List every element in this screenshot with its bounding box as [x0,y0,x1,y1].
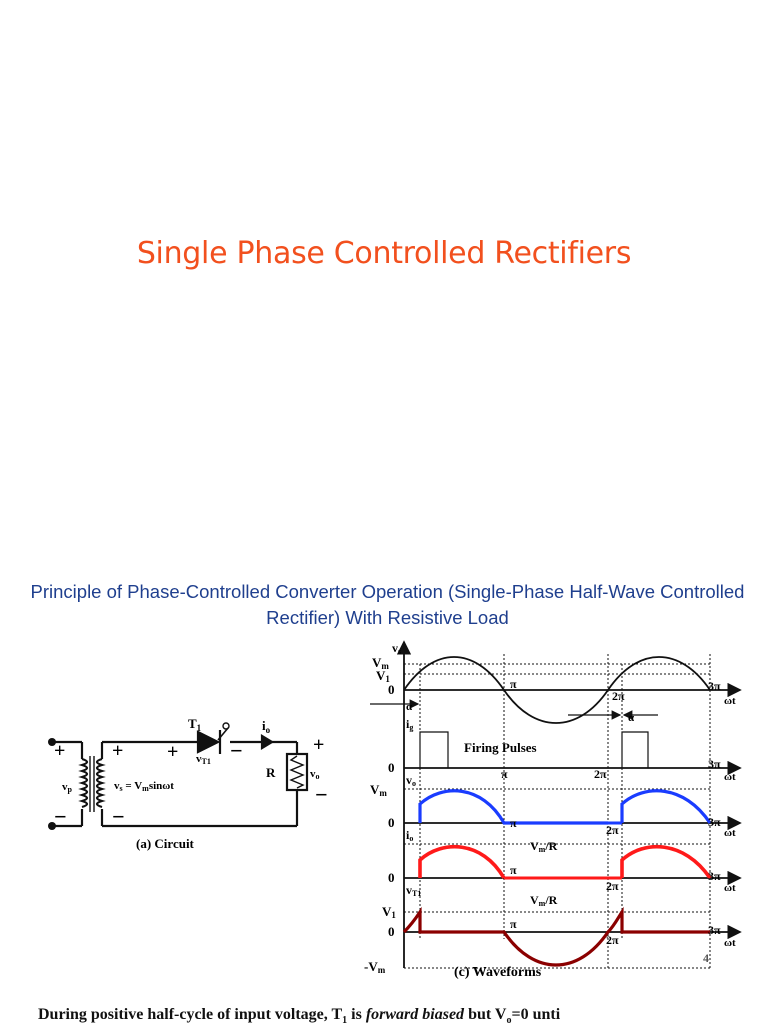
v1-label-top: V1 [376,668,390,684]
two-pi-vo: 2π [606,823,619,837]
pi-vo: π [510,816,517,830]
vm-over-r-io: Vm/R [530,839,558,854]
secondary-plus: + [112,740,123,762]
alpha-right: α [628,712,635,724]
omega-t-io: ωt [724,882,736,894]
thyristor-plus: + [167,741,178,763]
zero-vs: 0 [388,682,395,697]
alpha-left: α [406,701,413,713]
current-label: io [262,718,271,735]
primary-plus: + [54,740,65,762]
primary-voltage-label: vp [62,781,73,794]
three-pi-ig: 3π [708,757,721,771]
omega-t-ig: ωt [724,771,736,783]
pi-io: π [510,863,517,877]
firing-pulses-label: Firing Pulses [464,740,537,755]
vt1-label: vT1 [406,883,421,898]
thyristor-minus: − [230,738,243,763]
load-plus: + [313,734,324,756]
three-pi-vt: 3π [708,923,721,937]
omega-t-vt: ωt [724,937,736,949]
section-title: Principle of Phase-Controlled Converter … [30,581,745,628]
io-label: io [406,828,413,843]
three-pi-vo: 3π [708,815,721,829]
primary-minus: − [54,804,67,829]
secondary-voltage-equation: vs = Vmsinωt [114,780,174,793]
omega-t-vs: ωt [724,695,736,707]
load-label: R [266,765,276,780]
vm-label-top: Vm [372,655,389,671]
zero-ig: 0 [388,760,395,775]
three-pi-io: 3π [708,869,721,883]
neg-vm-label: -Vm [364,959,386,975]
two-pi-vs: 2π [612,689,625,703]
waveforms-caption: (c) Waveforms [454,965,542,980]
v1-label-vt: V1 [382,904,396,920]
slide-title: Single Phase Controlled Rectifiers [136,236,632,271]
vo-label: vo [406,773,416,788]
output-voltage-label: vo [310,768,320,781]
thyristor-voltage-label: vT1 [196,753,211,766]
secondary-minus: − [112,804,125,829]
three-pi-vs: 3π [708,679,721,693]
page-number: 4 [703,951,709,965]
vs-label: vs [392,641,401,656]
zero-io: 0 [388,870,395,885]
omega-t-vo: ωt [724,827,736,839]
thyristor-label: T1 [188,716,202,733]
two-pi-vt: 2π [606,933,619,947]
circuit-diagram: + − + − + − + − T1 vT1 io vp vs = Vmsinω… [48,716,328,851]
waveforms-diagram: vs Vm V1 0 π 2π 3π ωt α α ig Firing Puls… [364,640,742,980]
zero-vo: 0 [388,815,395,830]
circuit-caption: (a) Circuit [136,836,195,851]
pi-vs: π [510,677,517,691]
pi-ig: π [501,767,508,781]
vm-label-vo: Vm [370,782,387,798]
zero-vt: 0 [388,924,395,939]
ig-label: ig [406,717,413,732]
body-text: During positive half-cycle of input volt… [38,1006,561,1026]
two-pi-io: 2π [606,879,619,893]
load-minus: − [315,782,328,807]
pi-vt: π [510,917,517,931]
vm-over-r-vt: Vm/R [530,893,558,908]
two-pi-ig: 2π [594,767,607,781]
